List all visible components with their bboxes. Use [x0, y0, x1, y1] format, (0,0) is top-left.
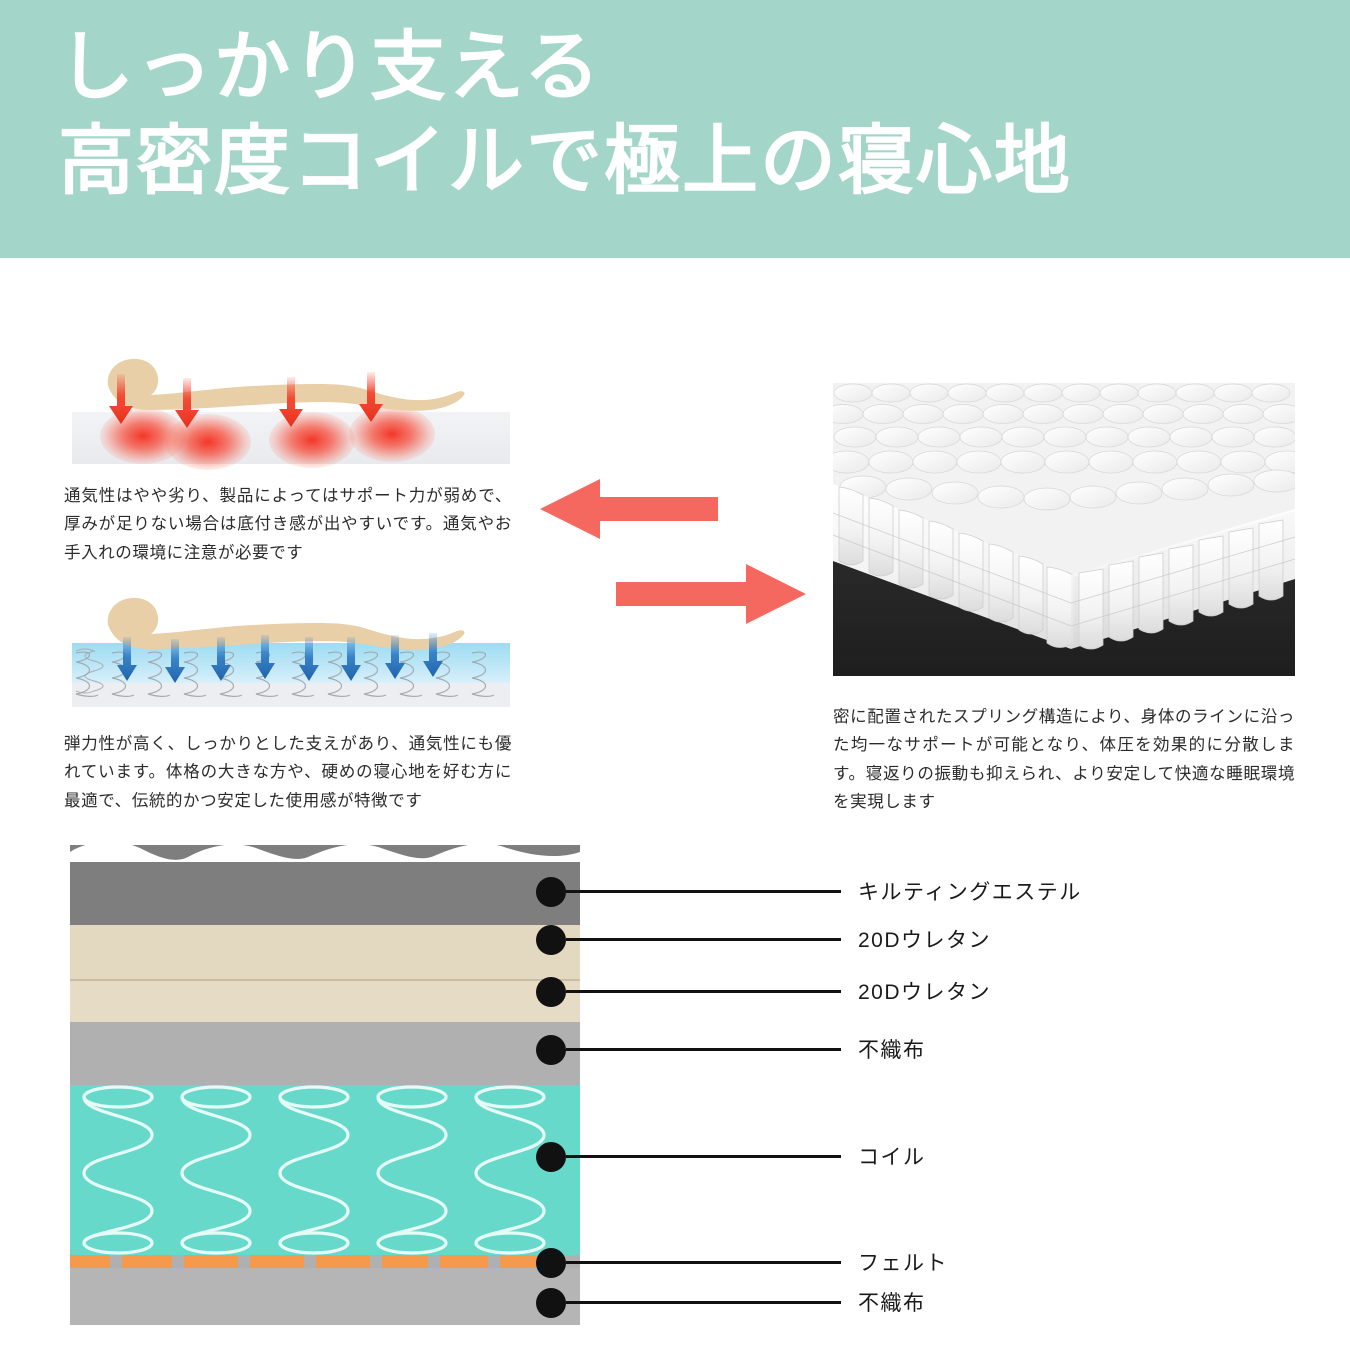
mattress-layer-cross-section — [70, 840, 580, 1330]
callout-dot — [536, 1248, 566, 1278]
sleeping-person-silhouette — [107, 597, 465, 650]
callout-leader-line — [566, 1301, 841, 1304]
callout-label-urethane-2: 20Dウレタン — [858, 981, 992, 1004]
callout-leader-line — [566, 1261, 841, 1264]
callout-label-nonwoven-top: 不織布 — [858, 1039, 926, 1062]
support-arrow-down-icon — [341, 637, 361, 681]
callout-dot — [536, 1035, 566, 1065]
felt-segment — [184, 1255, 238, 1268]
spring-caption: 弾力性が高く、しっかりとした支えがあり、通気性にも優れています。体格の大きな方や… — [64, 735, 512, 810]
header-title-line-2: 高密度コイルで極上の寝心地 — [58, 119, 1072, 204]
two-way-arrow-group — [540, 479, 806, 624]
pocket-coil-caption: 密に配置されたスプリング構造により、身体のラインに沿った均一なサポートが可能とな… — [833, 708, 1295, 812]
callout-label-felt: フェルト — [858, 1252, 948, 1275]
callout-leader-line — [566, 990, 841, 993]
support-arrow-down-icon — [117, 637, 137, 681]
quilted-scallop-edge — [70, 841, 580, 862]
pressure-arrow-down-icon — [175, 378, 199, 428]
callout-leader-line — [566, 1048, 841, 1051]
pressure-arrow-down-icon — [359, 372, 383, 422]
callout-label-quilting: キルティングエステル — [858, 881, 1082, 904]
callout-label-urethane-1: 20Dウレタン — [858, 929, 992, 952]
pressure-arrow-down-icon — [109, 374, 133, 424]
header-text-block: しっかり支える 高密度コイルで極上の寝心地 — [58, 30, 1298, 200]
callout-dot — [536, 1142, 566, 1172]
callout-leader-line — [566, 1155, 841, 1158]
callout-dot — [536, 877, 566, 907]
header-banner: しっかり支える 高密度コイルで極上の寝心地 — [0, 0, 1350, 258]
spring-coils-graphic — [75, 648, 495, 697]
support-arrow-down-icon — [423, 633, 443, 677]
felt-segment — [316, 1255, 370, 1268]
felt-segment — [440, 1255, 488, 1268]
header-title-line-1: しっかり支える — [58, 25, 602, 110]
pressure-spot — [165, 414, 251, 470]
sleeping-person-silhouette — [107, 358, 465, 411]
layer-urethane-2 — [70, 981, 580, 1022]
layer-divider — [70, 979, 580, 981]
pocket-coil-mattress-photo — [833, 383, 1295, 676]
pressure-spot — [349, 406, 435, 462]
felt-segment — [70, 1255, 110, 1268]
support-arrow-down-icon — [211, 637, 231, 681]
support-arrow-down-icon — [299, 637, 319, 681]
foam-mattress-illustration — [62, 330, 514, 470]
callout-leader-line — [566, 890, 841, 893]
comparison-arrows — [528, 472, 818, 637]
felt-segment — [382, 1255, 428, 1268]
callout-dot — [536, 977, 566, 1007]
layer-coil — [70, 1085, 580, 1255]
arrow-left-icon — [540, 479, 718, 539]
coil-springs-graphic — [82, 1085, 546, 1255]
felt-segment — [250, 1255, 304, 1268]
pressure-spot — [269, 412, 355, 468]
spring-mattress-illustration — [62, 585, 514, 715]
layer-felt — [70, 1255, 580, 1268]
support-arrow-down-icon — [255, 635, 275, 679]
callout-label-coil: コイル — [858, 1146, 926, 1169]
arrow-right-icon — [616, 564, 806, 624]
callout-dot — [536, 1288, 566, 1318]
callout-dot — [536, 925, 566, 955]
pocket-coil-render — [833, 383, 1295, 676]
support-arrow-down-icon — [165, 639, 185, 683]
support-arrow-down-icon — [385, 635, 405, 679]
layer-nonwoven-top — [70, 1022, 580, 1085]
pressure-arrow-down-icon — [279, 377, 303, 427]
layer-urethane-1 — [70, 925, 580, 980]
felt-segment — [122, 1255, 172, 1268]
layer-nonwoven-bottom — [70, 1268, 580, 1325]
callout-label-nonwoven-bottom: 不織布 — [858, 1292, 926, 1315]
foam-caption: 通気性はやや劣り、製品によってはサポート力が弱めで、厚みが足りない場合は底付き感… — [64, 487, 512, 562]
callout-leader-line — [566, 938, 841, 941]
